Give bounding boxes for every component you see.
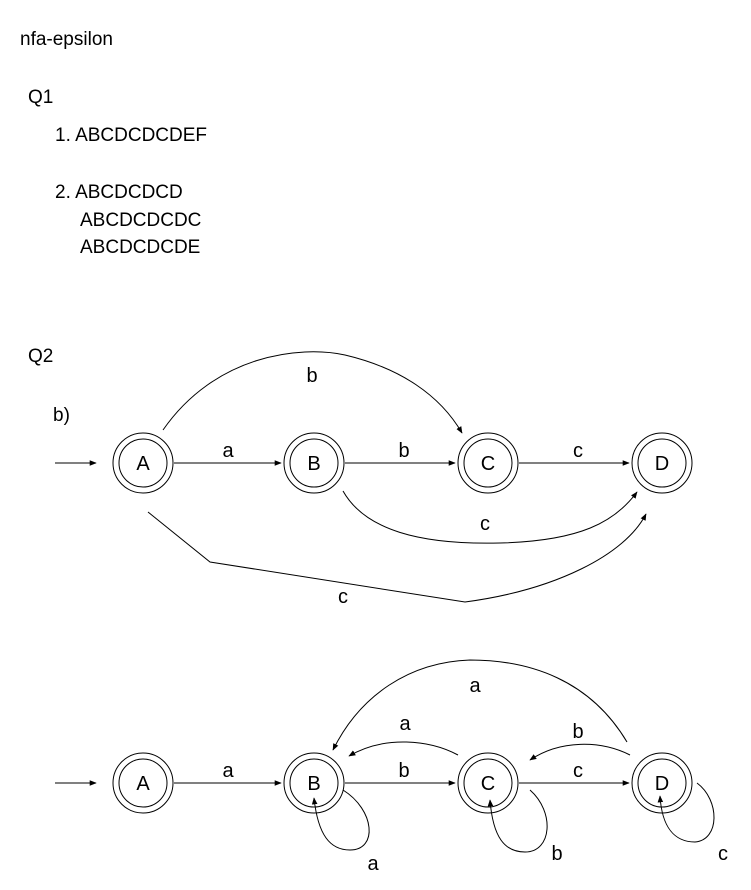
d2-loop-c <box>487 789 548 853</box>
d2-label-d-c: b <box>572 721 583 743</box>
diagram-1-text: A B C D a b c b c c <box>136 365 669 608</box>
d1-label-a-d: c <box>338 586 348 608</box>
d2-state-b <box>283 752 345 814</box>
d1-state-a-label: A <box>136 453 150 475</box>
d1-arc-b-d <box>342 490 638 544</box>
diagram-2 <box>55 659 715 853</box>
d1-state-d <box>631 432 693 494</box>
d2-state-b-label: B <box>307 773 320 795</box>
d1-state-c-label: C <box>481 453 495 475</box>
d2-label-d-b: a <box>469 675 481 697</box>
q1-answer-2-line-3: ABCDCDCDE <box>80 237 201 258</box>
d2-label-c-b: a <box>399 713 411 735</box>
d2-state-d-label: D <box>655 773 669 795</box>
page-heading: nfa-epsilon <box>20 29 113 50</box>
d2-label-a-b: a <box>222 760 234 782</box>
d1-arc-a-d <box>147 511 647 603</box>
d1-arc-a-c <box>162 351 463 434</box>
d1-state-c <box>457 432 519 494</box>
diagram-1 <box>55 351 693 603</box>
d1-label-b-c: b <box>398 440 409 462</box>
d2-state-a-label: A <box>136 773 150 795</box>
d2-label-c-loop: b <box>551 843 562 865</box>
q1-answer-1: 1. ABCDCDCDEF <box>55 125 208 146</box>
d2-loop-b <box>311 789 370 851</box>
q1-answer-2-line-2: ABCDCDCDC <box>80 210 202 231</box>
d2-state-a <box>112 752 174 814</box>
d2-label-b-loop: a <box>367 853 379 875</box>
q2-part-label: b) <box>53 405 70 426</box>
d2-state-c-label: C <box>481 773 495 795</box>
d2-edge-c-b <box>348 741 459 757</box>
d1-state-b-label: B <box>307 453 320 475</box>
q1-answer-2-line-1: 2. ABCDCDCD <box>55 182 183 203</box>
d1-state-d-label: D <box>655 453 669 475</box>
q2-label: Q2 <box>28 346 54 367</box>
q1-label: Q1 <box>28 87 54 108</box>
d2-edge-d-c <box>529 743 631 761</box>
d2-label-c-d: c <box>573 760 583 782</box>
d1-label-b-d: c <box>480 513 490 535</box>
d1-state-b <box>283 432 345 494</box>
d2-state-c <box>457 752 519 814</box>
d2-label-d-loop: c <box>718 843 728 865</box>
d1-label-a-c: b <box>306 365 317 387</box>
d2-loop-d <box>657 782 715 843</box>
d1-label-c-d: c <box>573 440 583 462</box>
d2-label-b-c: b <box>398 760 409 782</box>
d1-state-a <box>112 432 174 494</box>
d2-arc-d-b <box>332 659 628 751</box>
diagram-2-text: A B C D a b c a b a a b c <box>136 675 728 875</box>
d1-label-a-b: a <box>222 440 234 462</box>
